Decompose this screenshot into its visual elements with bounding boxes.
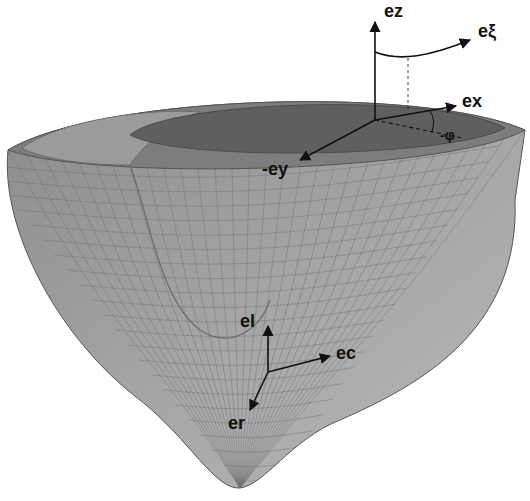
mesh-line [163, 383, 343, 394]
mesh-line [42, 154, 240, 488]
mesh-line [240, 130, 525, 488]
top-rim [8, 102, 525, 169]
mesh-line [6, 178, 479, 207]
mesh-line [240, 162, 318, 488]
mesh-line [200, 431, 313, 438]
axis-label: ec [336, 344, 356, 362]
mesh-line [240, 140, 473, 488]
mesh-line [139, 352, 364, 366]
mesh-line [236, 478, 281, 481]
mesh-line [30, 209, 458, 235]
mesh-line [163, 164, 240, 488]
mesh-line [232, 166, 240, 488]
mesh-line [55, 241, 438, 264]
mesh-line [180, 165, 240, 488]
mesh-line [79, 273, 417, 294]
mesh-line [151, 368, 354, 380]
axis-label: -ey [262, 160, 288, 178]
mesh-line [198, 166, 240, 488]
xi-guide [408, 58, 409, 112]
mesh-line [240, 133, 508, 488]
axis-label: eξ [478, 22, 496, 40]
axis-label: ez [384, 2, 403, 20]
heart-body [7, 102, 525, 488]
mesh-line [18, 193, 468, 220]
mesh-line [77, 158, 240, 488]
exi-arrow [375, 40, 470, 57]
mesh-line [94, 159, 240, 488]
mesh-line [240, 151, 404, 488]
er-axis [250, 372, 268, 410]
mesh-line [67, 257, 427, 279]
mesh-line [91, 288, 406, 307]
mesh-line [129, 162, 240, 488]
ey-axis [300, 120, 375, 160]
mesh-line [215, 166, 240, 488]
mesh-line [43, 225, 448, 250]
mesh-line [111, 161, 240, 488]
mesh-line [212, 447, 302, 452]
mesh-line [146, 163, 240, 488]
mesh-line [8, 150, 240, 488]
mesh-line [188, 415, 323, 423]
ex-axis [375, 106, 456, 120]
phi-arc [430, 111, 434, 131]
ec-axis [268, 356, 330, 372]
mesh-lines [0, 130, 525, 488]
septum-wall [130, 165, 270, 338]
el-axis [267, 326, 269, 372]
axis-label: er [228, 414, 245, 432]
axis-label: ex [462, 92, 482, 110]
mesh-line [25, 152, 240, 488]
axis-label: el [240, 312, 255, 330]
left-ventricle-opening [130, 105, 505, 153]
ez-axis [374, 22, 376, 120]
mesh-line [240, 160, 335, 488]
mesh-line [224, 463, 292, 467]
angle-label: -φ [440, 128, 455, 142]
